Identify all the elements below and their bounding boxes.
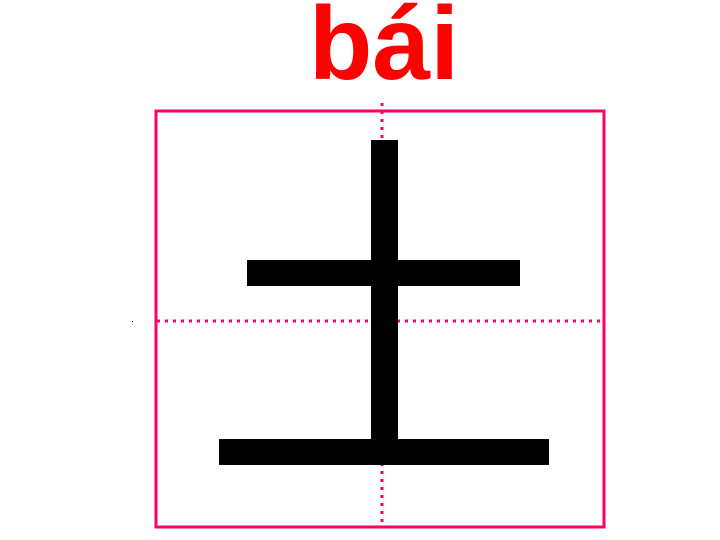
stroke-vertical xyxy=(371,140,398,440)
pinyin-label: bái xyxy=(308,0,460,102)
stray-dot xyxy=(132,321,133,322)
grid-border xyxy=(154,109,606,529)
character-glyph xyxy=(219,140,549,465)
stroke-bottom-horizontal xyxy=(219,439,549,465)
stroke-top-horizontal xyxy=(247,260,520,286)
